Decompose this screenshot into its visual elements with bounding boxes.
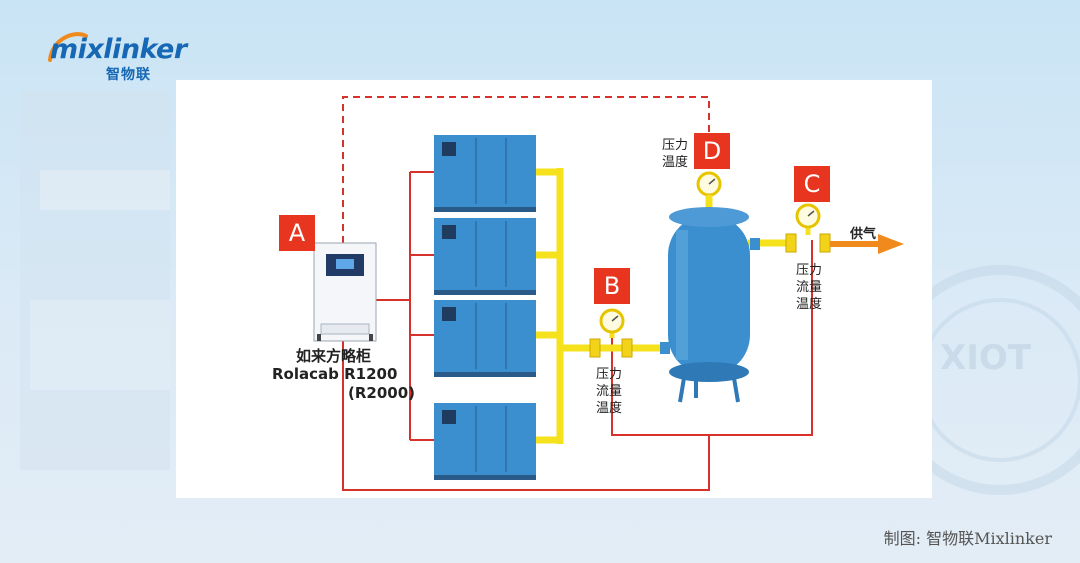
air-pipes <box>536 168 794 444</box>
sensor-c-labels: 压力 流量 温度 <box>796 262 822 313</box>
sensor-b-flow: 流量 <box>596 384 623 399</box>
pipe-fitting-c2 <box>819 233 831 253</box>
sensor-c-pressure: 压力 <box>796 263 823 278</box>
cabinet-name: 如来方略柜 <box>296 347 372 365</box>
output-arrow-icon <box>830 234 904 254</box>
image-credit: 制图: 智物联Mixlinker <box>883 529 1052 548</box>
sensor-b-temperature: 温度 <box>596 401 623 416</box>
mixlinker-logo: mixlinker 智物联 <box>48 28 218 84</box>
sensor-d-pressure: 压力 <box>662 138 689 153</box>
output-label: 供气 <box>850 227 877 242</box>
compressor-2-icon <box>434 218 536 295</box>
compressor-signal-bus <box>376 171 434 441</box>
badge-a: A <box>279 215 315 251</box>
pipe-fitting-b1 <box>589 338 601 358</box>
sensor-c-temperature: 温度 <box>796 297 823 312</box>
logo-chinese-name: 智物联 <box>106 67 151 83</box>
sensor-d-temperature: 温度 <box>662 155 689 170</box>
sensor-d-labels: 压力 温度 <box>662 137 688 171</box>
dashed-signal-line-d <box>342 96 710 243</box>
signal-line-b <box>611 335 709 436</box>
cabinet-model-alt: (R2000) <box>348 384 416 402</box>
pipe-fitting-c1 <box>785 233 797 253</box>
compressor-3-icon <box>434 300 536 377</box>
compressor-4-icon <box>434 403 536 480</box>
badge-d: D <box>694 133 730 169</box>
pressure-gauge-c-icon <box>795 203 821 229</box>
system-diagram <box>313 96 904 491</box>
badge-b: B <box>594 268 630 304</box>
compressor-1-icon <box>434 135 536 212</box>
watermark-text: XIOT <box>940 338 1031 378</box>
sensor-c-flow: 流量 <box>796 280 823 295</box>
sensor-b-pressure: 压力 <box>596 367 623 382</box>
cabinet-model: Rolacab R1200 <box>272 365 398 383</box>
diagram-panel: A B C D 如来方略柜 Rolacab R1200 (R2000) 压力 流… <box>176 80 932 498</box>
pipe-fitting-b2 <box>621 338 633 358</box>
badge-c: C <box>794 166 830 202</box>
logo-wordmark: mixlinker <box>50 34 187 65</box>
control-cabinet-icon <box>313 242 377 342</box>
pressure-gauge-b-icon <box>599 308 625 334</box>
pressure-gauge-d-icon <box>696 171 722 208</box>
air-receiver-tank-icon <box>660 207 760 403</box>
signal-line-b-c <box>342 240 813 491</box>
logo-swoosh-icon <box>48 32 88 62</box>
sensor-b-labels: 压力 流量 温度 <box>596 366 622 417</box>
